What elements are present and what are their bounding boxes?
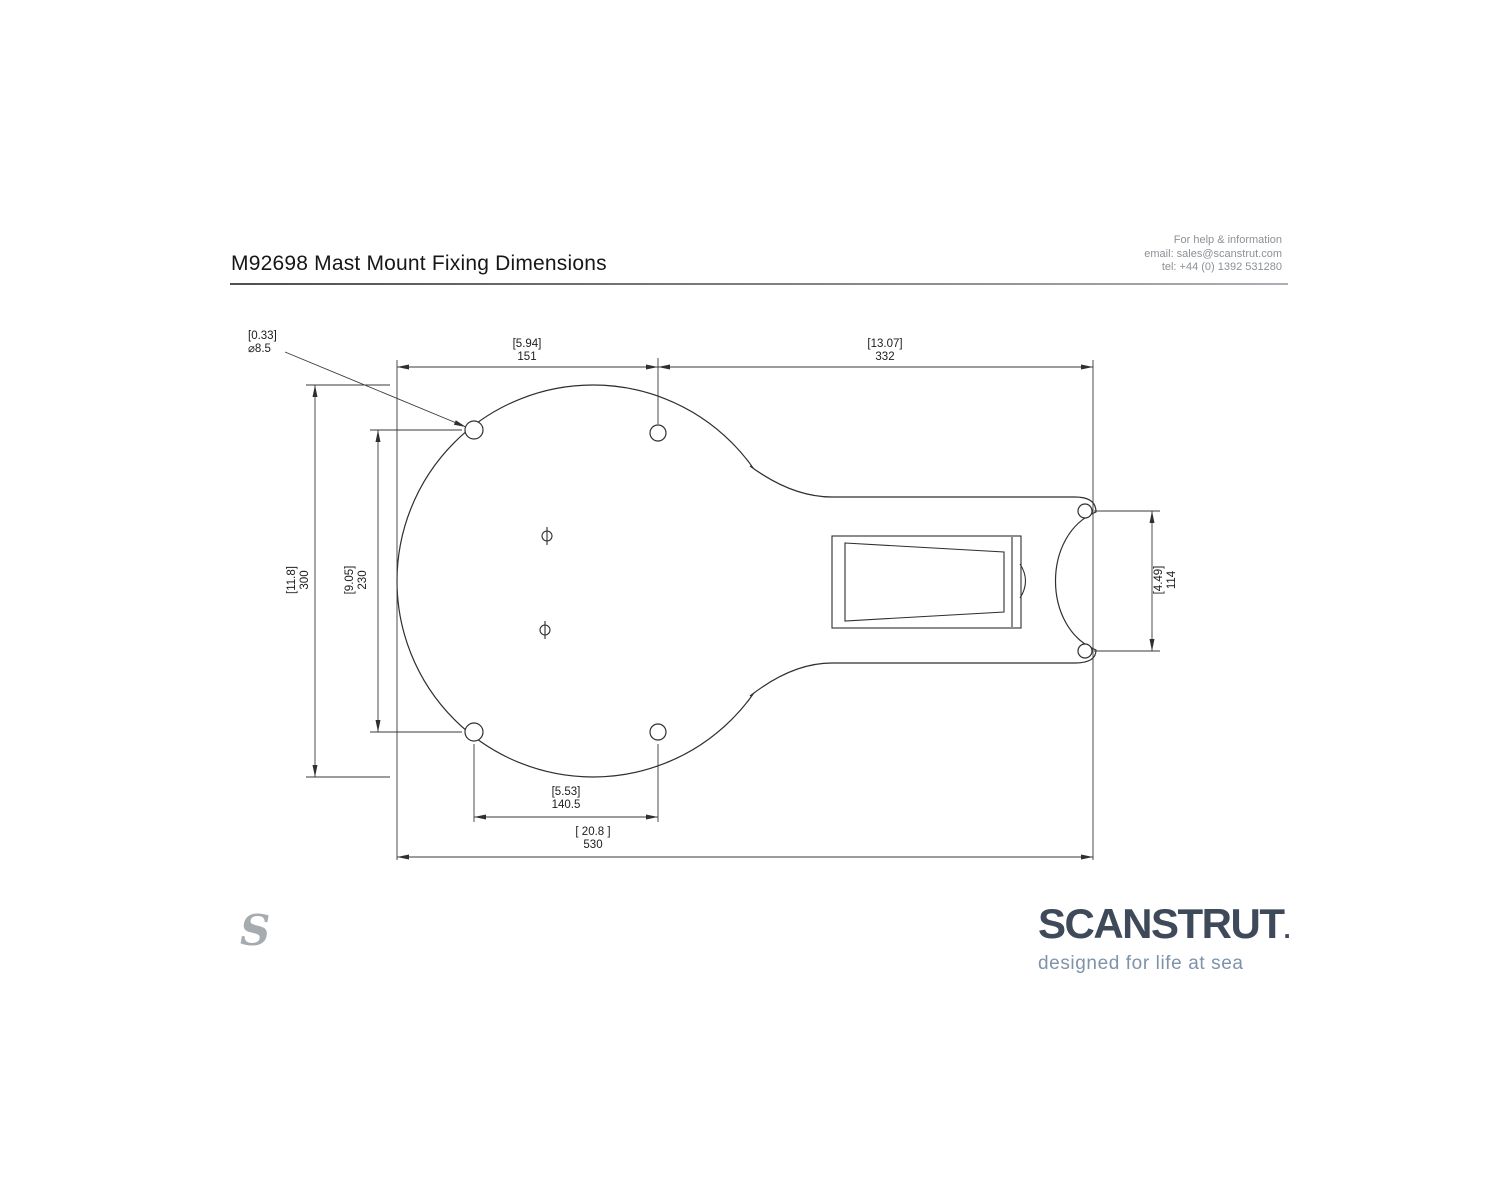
contact-help-line: For help & information xyxy=(1173,234,1282,246)
dim-mm: 151 xyxy=(517,351,537,363)
brand-text: SCANSTRUT xyxy=(1038,900,1285,947)
arrow xyxy=(1149,511,1155,523)
contact-email: email: sales@scanstrut.com xyxy=(1144,247,1282,260)
base-circle xyxy=(396,384,790,778)
arrow xyxy=(1081,364,1093,370)
contact-info: For help & information email: sales@scan… xyxy=(980,234,1282,275)
arrow xyxy=(312,385,318,397)
clamp-body xyxy=(831,535,1022,629)
arrow xyxy=(658,364,670,370)
title-divider xyxy=(230,283,1288,285)
brand-mark: . xyxy=(1283,914,1291,944)
dim-mm: 114 xyxy=(1166,570,1178,590)
arrow xyxy=(375,720,381,732)
arrow xyxy=(375,430,381,442)
clamp-arc xyxy=(1019,563,1027,599)
dim-mm: 230 xyxy=(357,570,369,590)
dim-overall-width: [ 20.8 ] 530 xyxy=(558,826,628,852)
dim-mm: 530 xyxy=(583,839,603,851)
brand-tagline: designed for life at sea xyxy=(1038,953,1244,974)
dim-inches: [4.49] xyxy=(1153,565,1165,595)
scanstrut-wordmark-block: SCANSTRUT. designed for life at sea xyxy=(1038,903,1291,975)
dim-mm: 140.5 xyxy=(551,799,581,811)
leader-arrow xyxy=(453,420,466,427)
dim-mm: 300 xyxy=(299,570,311,590)
hole-top-center xyxy=(649,424,667,442)
dim-outer-height: [11.8] 300 xyxy=(286,545,312,615)
dim-top-left-span: [5.94] 151 xyxy=(492,338,562,364)
arrow xyxy=(1081,854,1093,860)
page-title: M92698 Mast Mount Fixing Dimensions xyxy=(231,252,607,275)
dim-inches: [11.8] xyxy=(286,566,298,594)
arrow xyxy=(474,814,486,820)
leader-line xyxy=(284,351,467,428)
arrow xyxy=(397,364,409,370)
dimension-arrows xyxy=(312,364,1155,860)
extension-lines xyxy=(306,358,1160,860)
arm-outline xyxy=(749,465,1097,697)
dim-inches: [0.33] xyxy=(248,330,277,342)
arrow xyxy=(397,854,409,860)
hole-bottom-center xyxy=(649,723,667,741)
dim-fork-spacing: [4.49] 114 xyxy=(1153,545,1179,615)
arrow xyxy=(646,364,658,370)
dim-hole-callout: [0.33] ⌀8.5 xyxy=(248,330,318,356)
mount-outline xyxy=(396,384,1097,778)
hole-fork-bottom xyxy=(1077,643,1093,659)
center-marks xyxy=(539,527,553,639)
hole-bottom-left xyxy=(464,722,484,742)
dim-inches: [ 20.8 ] xyxy=(575,826,611,838)
fixing-holes xyxy=(464,420,1093,742)
scanstrut-s-logo: S xyxy=(240,906,271,955)
dim-hole-height: [9.05] 230 xyxy=(344,545,370,615)
arrow xyxy=(312,765,318,777)
dim-inches: [5.94] xyxy=(512,338,542,350)
dim-inches: [5.53] xyxy=(551,786,581,798)
dim-inches: [13.07] xyxy=(867,338,903,350)
clamp-wedge xyxy=(844,542,1005,622)
dim-inches: [9.05] xyxy=(344,565,356,595)
dim-top-right-span: [13.07] 332 xyxy=(850,338,920,364)
clamp-detail xyxy=(831,535,1027,629)
arrow xyxy=(646,814,658,820)
arrow xyxy=(1149,639,1155,651)
dim-bottom-hole-span: [5.53] 140.5 xyxy=(531,786,601,812)
dim-mm: 332 xyxy=(875,351,895,363)
contact-phone: tel: +44 (0) 1392 531280 xyxy=(1161,261,1282,273)
hole-fork-top xyxy=(1077,503,1093,519)
scanstrut-wordmark: SCANSTRUT. xyxy=(1038,903,1291,950)
hole-top-left xyxy=(464,420,484,440)
dim-mm: ⌀8.5 xyxy=(248,343,271,355)
dimension-lines xyxy=(284,351,1153,858)
